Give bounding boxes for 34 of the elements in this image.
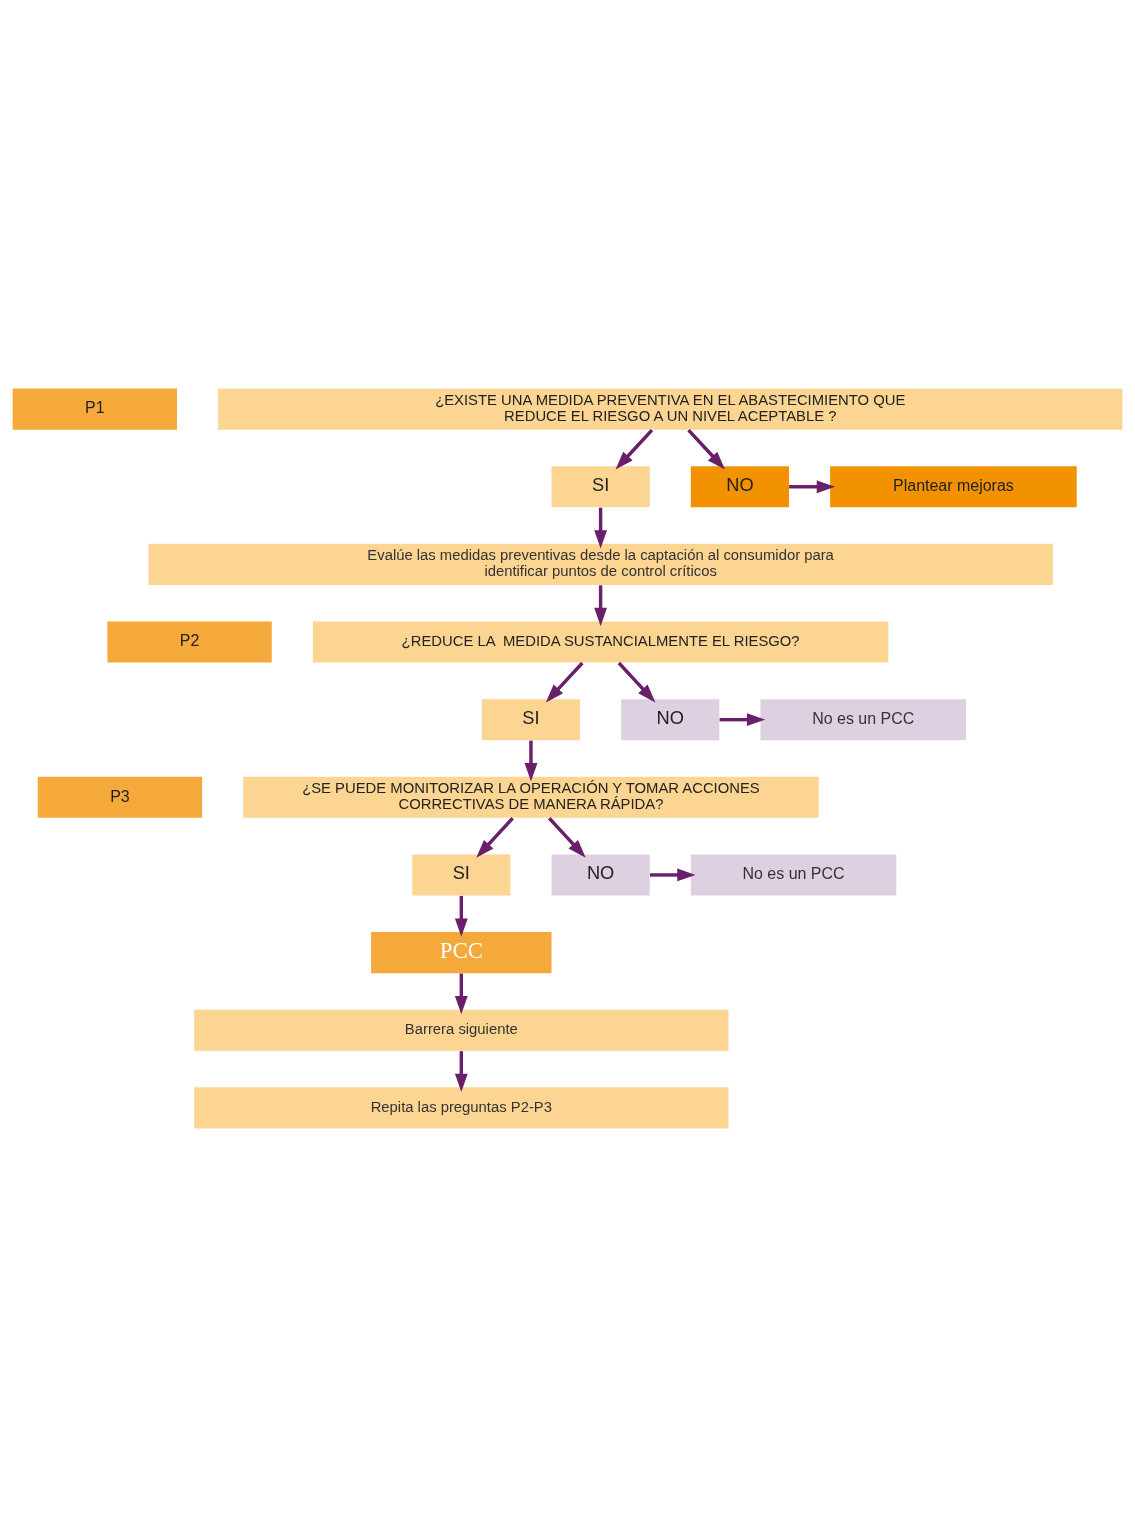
- arrow: [617, 661, 656, 703]
- node-box: Barrera siguiente: [194, 1009, 729, 1051]
- node-box: Plantear mejoras: [830, 466, 1077, 508]
- arrow: [476, 817, 514, 858]
- node-box: ¿SE PUEDE MONITORIZAR LA OPERACIÓN Y TOMAR ACCIONES CORRECTIVAS DE MANERA RÁPIDA?: [243, 776, 819, 818]
- node-box: NO: [551, 854, 650, 896]
- arrow: [454, 973, 468, 1015]
- node-box: P2: [107, 621, 272, 663]
- arrow: [548, 817, 586, 858]
- arrow: [524, 740, 538, 782]
- arrow: [719, 713, 766, 727]
- node-box: SI: [412, 854, 511, 896]
- node-box: No es un PCC: [760, 699, 966, 741]
- node-box: ¿EXISTE UNA MEDIDA PREVENTIVA EN EL ABASTECIMIENTO QUE REDUCE EL RIESGO A UN NIVEL ACEPTABLE ?: [218, 388, 1123, 430]
- node-box: ¿REDUCE LA MEDIDA SUSTANCIALMENTE EL RIESGO?: [312, 621, 889, 663]
- node-box: NO: [621, 699, 720, 741]
- node-box: P3: [37, 776, 203, 818]
- node-box: NO: [690, 466, 789, 508]
- arrow: [454, 1051, 468, 1092]
- arrow: [615, 428, 654, 470]
- arrow: [454, 895, 468, 937]
- node-box: No es un PCC: [690, 854, 897, 896]
- node-box: P1: [12, 388, 177, 430]
- node-box: Repita las preguntas P2-P3: [194, 1087, 729, 1129]
- node-box: SI: [481, 699, 581, 741]
- node-box: SI: [551, 466, 650, 508]
- node-box: Evalúe las medidas preventivas desde la captación al consumidor para identificar puntos de control críticos: [148, 543, 1053, 585]
- arrow: [594, 507, 608, 549]
- arrow: [545, 661, 584, 703]
- arrow: [594, 585, 608, 627]
- arrow: [650, 868, 696, 882]
- arrow: [687, 428, 725, 470]
- arrow: [789, 480, 836, 494]
- node-box: PCC: [371, 932, 552, 974]
